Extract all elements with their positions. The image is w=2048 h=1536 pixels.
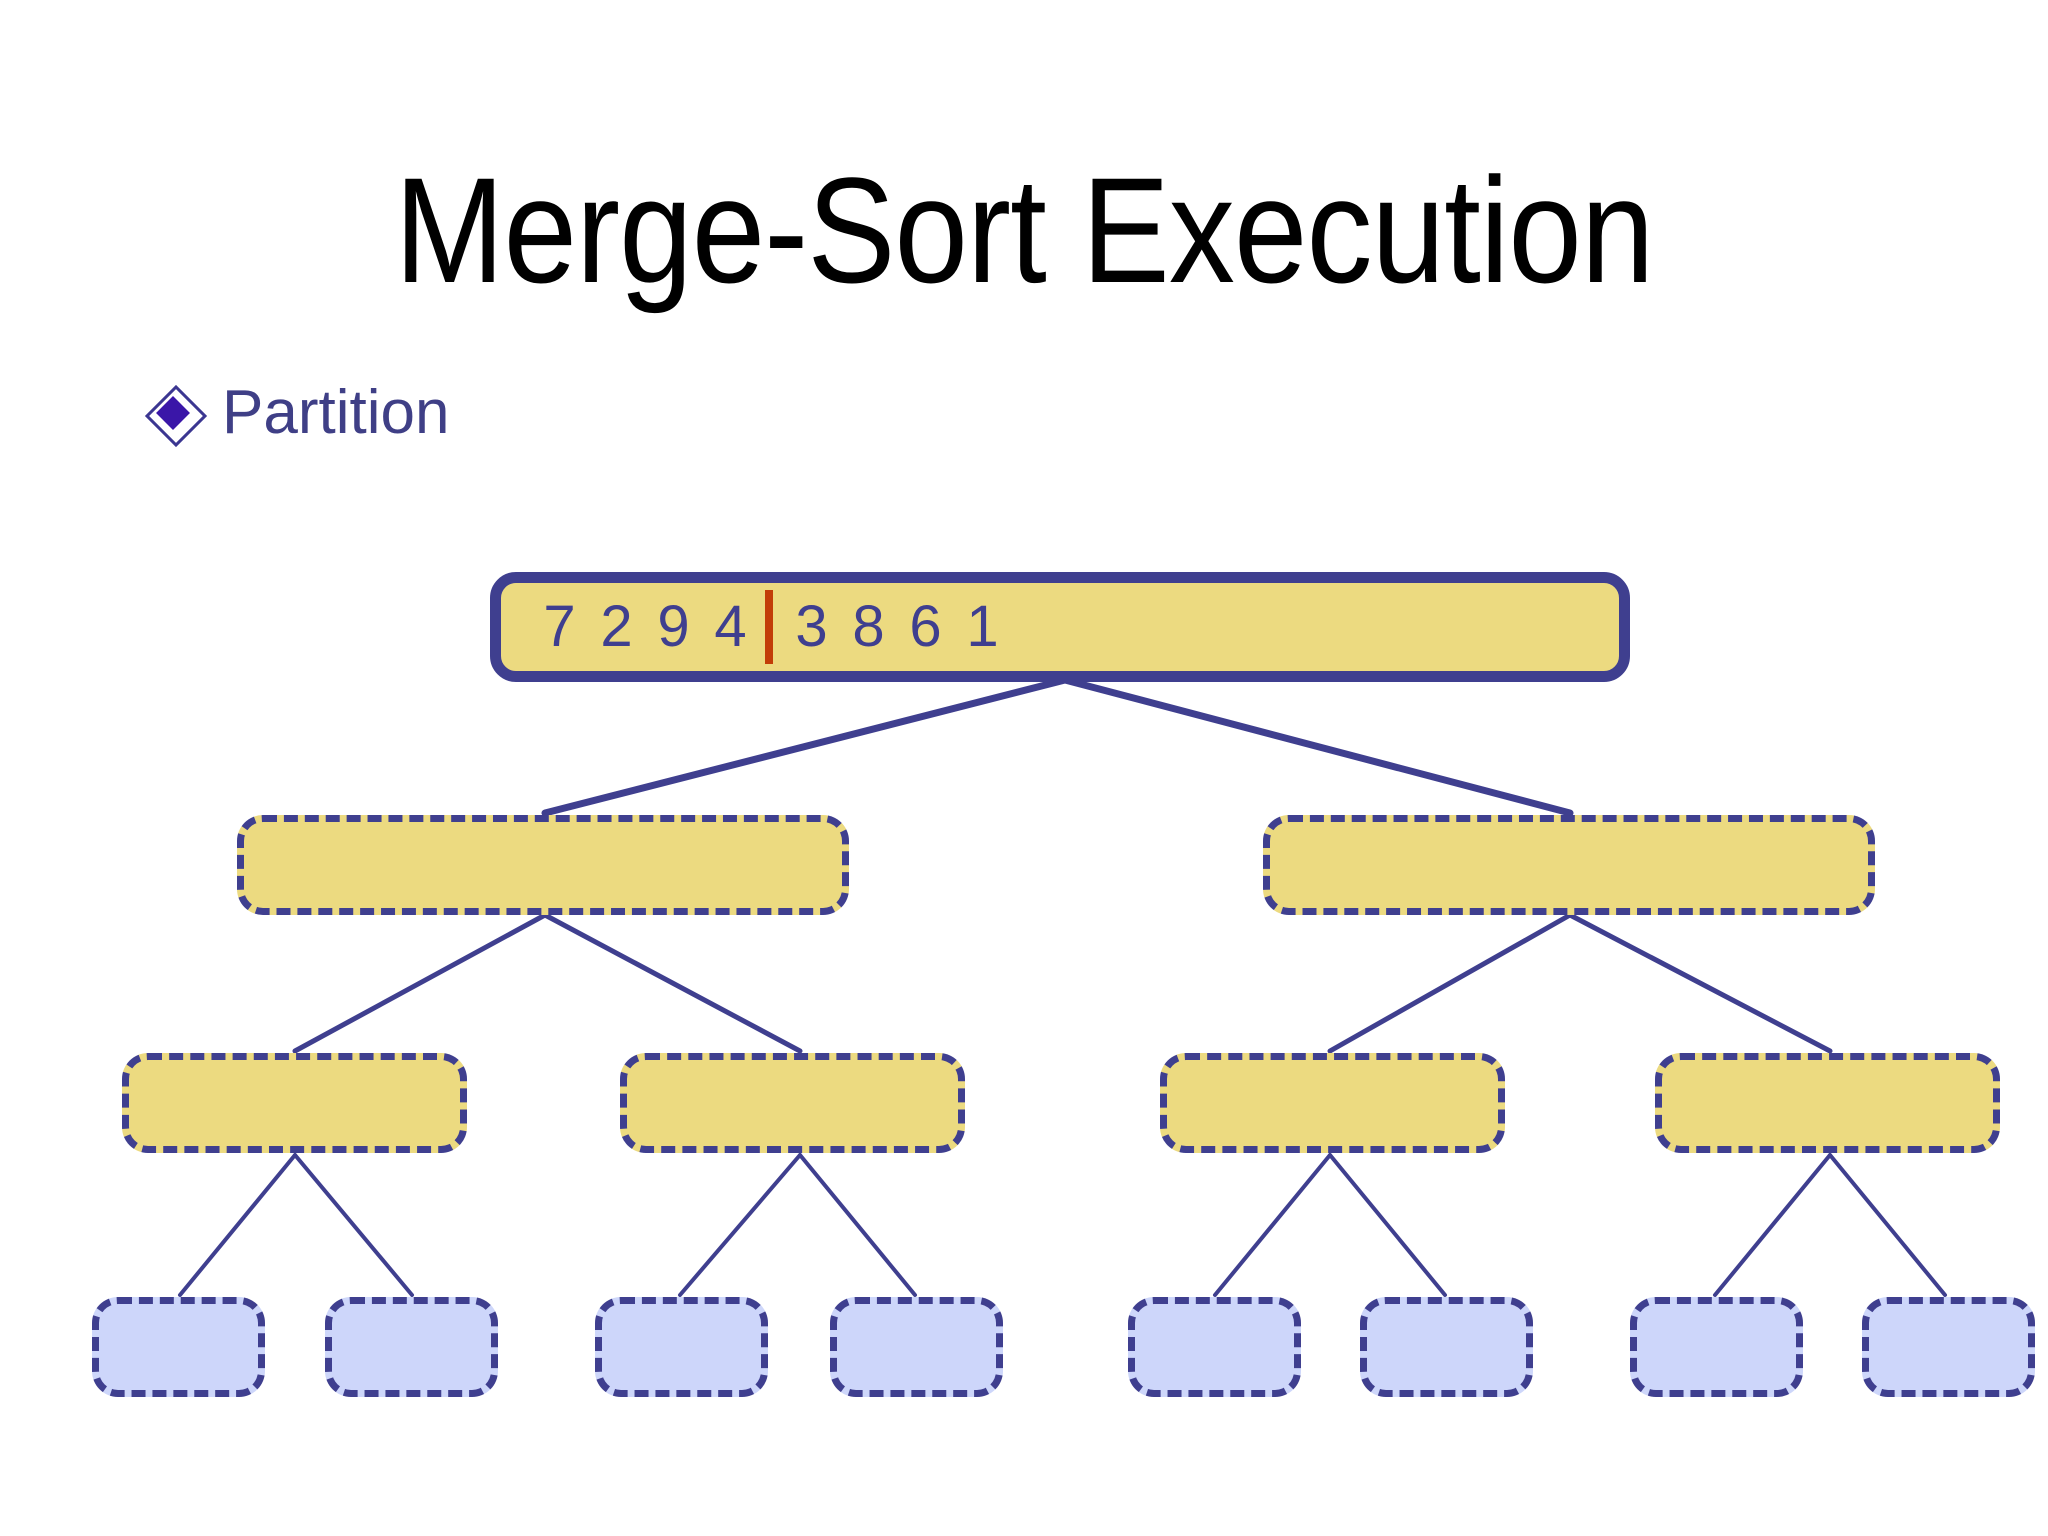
level3-node-2[interactable] xyxy=(620,1053,965,1153)
leaf-node-8[interactable] xyxy=(1862,1297,2035,1397)
root-sequence: 7 2 9 4 3 8 6 1 xyxy=(501,590,1011,664)
leaf-node-1[interactable] xyxy=(92,1297,265,1397)
partition-divider xyxy=(765,590,773,664)
root-node[interactable]: 7 2 9 4 3 8 6 1 xyxy=(490,572,1630,682)
bullet-row: Partition xyxy=(144,378,450,448)
level3-node-3[interactable] xyxy=(1160,1053,1505,1153)
leaf-node-6[interactable] xyxy=(1360,1297,1533,1397)
page-title: Merge-Sort Execution xyxy=(394,146,1655,314)
level2-node-2[interactable] xyxy=(1263,815,1875,915)
root-value-6: 6 xyxy=(909,594,942,659)
leaf-node-7[interactable] xyxy=(1630,1297,1803,1397)
root-value-2: 9 xyxy=(657,594,690,659)
bullet-label: Partition xyxy=(222,378,450,447)
level3-node-4[interactable] xyxy=(1655,1053,2000,1153)
leaf-node-3[interactable] xyxy=(595,1297,768,1397)
root-value-3: 4 xyxy=(714,594,747,659)
root-value-4: 3 xyxy=(795,594,828,659)
leaf-node-4[interactable] xyxy=(830,1297,1003,1397)
root-value-0: 7 xyxy=(543,594,576,659)
level2-node-1[interactable] xyxy=(237,815,849,915)
level3-node-1[interactable] xyxy=(122,1053,467,1153)
leaf-node-2[interactable] xyxy=(325,1297,498,1397)
root-value-5: 8 xyxy=(852,594,885,659)
leaf-node-5[interactable] xyxy=(1128,1297,1301,1397)
root-value-1: 2 xyxy=(600,594,633,659)
root-value-7: 1 xyxy=(966,594,999,659)
